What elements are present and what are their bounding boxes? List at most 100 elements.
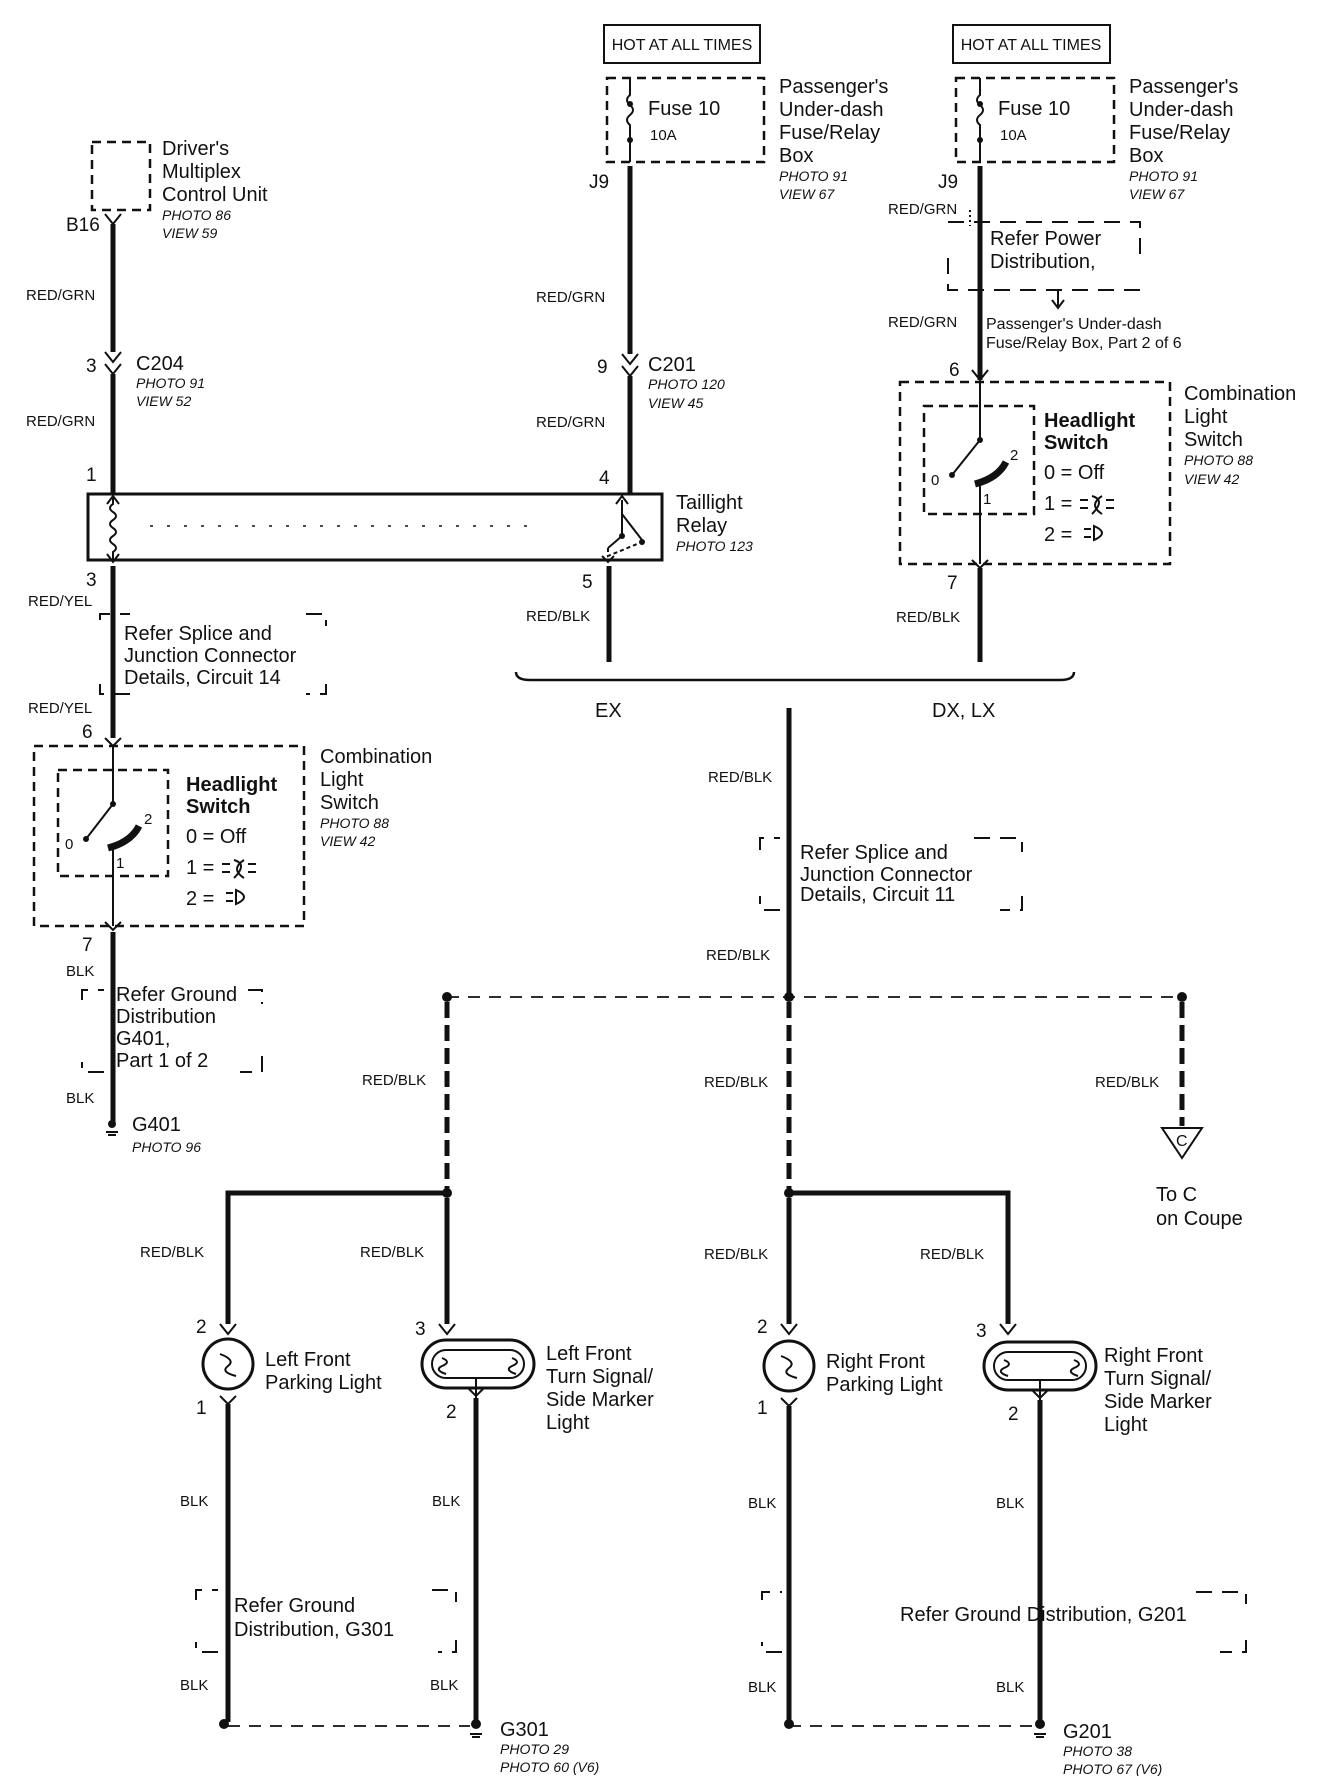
svg-text:RED/YEL: RED/YEL	[28, 700, 92, 717]
ground-g401: BLK BLK Refer Ground Distribution G401, …	[66, 932, 263, 1155]
svg-text:Refer Ground: Refer Ground	[234, 1595, 355, 1617]
svg-text:RED/BLK: RED/BLK	[708, 769, 772, 786]
svg-text:C: C	[1176, 1133, 1188, 1150]
left-front-parking-light: 2 1 Left Front Parking Light	[196, 1317, 382, 1419]
svg-text:10A: 10A	[1000, 127, 1027, 144]
svg-text:Turn Signal/: Turn Signal/	[1104, 1368, 1212, 1390]
svg-text:Light: Light	[1184, 406, 1228, 428]
svg-text:Distribution,: Distribution,	[990, 251, 1096, 273]
low-beam-icon	[222, 859, 256, 879]
svg-text:1 =: 1 =	[1044, 493, 1072, 515]
svg-text:Turn Signal/: Turn Signal/	[546, 1366, 654, 1388]
svg-text:2: 2	[1008, 1404, 1019, 1425]
svg-text:BLK: BLK	[996, 1679, 1024, 1696]
svg-text:BLK: BLK	[748, 1679, 776, 1696]
svg-text:Driver's: Driver's	[162, 138, 229, 160]
svg-text:PHOTO 60 (V6): PHOTO 60 (V6)	[500, 1759, 599, 1775]
svg-text:Fuse/Relay Box, Part 2 of 6: Fuse/Relay Box, Part 2 of 6	[986, 335, 1182, 352]
svg-text:Refer Ground Distribution, G20: Refer Ground Distribution, G201	[900, 1604, 1187, 1626]
svg-text:Right Front: Right Front	[826, 1351, 925, 1373]
svg-text:Fuse 10: Fuse 10	[998, 98, 1070, 120]
dxlx-circuit: RED/GRN RED/GRN 6 Refer Power Distributi…	[888, 166, 1296, 662]
svg-text:EX: EX	[595, 700, 622, 722]
svg-text:3: 3	[415, 1319, 426, 1340]
svg-text:Light: Light	[320, 769, 364, 791]
svg-text:VIEW 45: VIEW 45	[648, 395, 703, 411]
svg-text:Refer Ground: Refer Ground	[116, 984, 237, 1006]
svg-text:RED/BLK: RED/BLK	[706, 947, 770, 964]
svg-text:Switch: Switch	[1044, 432, 1108, 454]
svg-text:PHOTO 88: PHOTO 88	[1184, 452, 1253, 468]
svg-text:RED/GRN: RED/GRN	[888, 201, 957, 218]
right-front-lights: RED/BLK RED/BLK 2 1 Right Front Parking …	[704, 1188, 1247, 1776]
right-front-parking-light: 2 1 Right Front Parking Light	[757, 1317, 943, 1419]
svg-text:0: 0	[931, 472, 939, 489]
svg-text:RED/BLK: RED/BLK	[704, 1246, 768, 1263]
svg-text:Light: Light	[546, 1412, 590, 1434]
svg-text:BLK: BLK	[180, 1677, 208, 1694]
svg-text:2 =: 2 =	[1044, 524, 1072, 546]
svg-text:RED/BLK: RED/BLK	[1095, 1074, 1159, 1091]
svg-text:VIEW 67: VIEW 67	[1129, 186, 1185, 202]
svg-text:G401: G401	[132, 1114, 181, 1136]
svg-text:PHOTO 123: PHOTO 123	[676, 538, 753, 554]
svg-text:J9: J9	[589, 172, 609, 193]
svg-text:Switch: Switch	[186, 796, 250, 818]
svg-text:Fuse/Relay: Fuse/Relay	[1129, 122, 1230, 144]
svg-text:7: 7	[947, 573, 958, 594]
svg-text:Passenger's: Passenger's	[779, 76, 888, 98]
ex-circuit: RED/GRN 9 C201 PHOTO 120 VIEW 45 RED/GRN…	[526, 166, 725, 662]
svg-text:RED/BLK: RED/BLK	[362, 1072, 426, 1089]
svg-text:Combination: Combination	[320, 746, 432, 768]
svg-text:J9: J9	[938, 172, 958, 193]
svg-text:0 = Off: 0 = Off	[1044, 462, 1105, 484]
fuse-box-dxlx: Fuse 10 10A Passenger's Under-dash Fuse/…	[938, 76, 1238, 202]
svg-text:1: 1	[196, 1398, 207, 1419]
svg-text:Switch: Switch	[320, 792, 379, 814]
svg-text:Part 1 of 2: Part 1 of 2	[116, 1050, 208, 1072]
svg-text:1: 1	[757, 1398, 768, 1419]
svg-text:Left Front: Left Front	[546, 1343, 632, 1365]
left-circuit: RED/GRN 3 C204 PHOTO 91 VIEW 52 RED/GRN …	[26, 213, 205, 738]
svg-text:BLK: BLK	[430, 1677, 458, 1694]
svg-text:Relay: Relay	[676, 515, 727, 537]
svg-text:Fuse 10: Fuse 10	[648, 98, 720, 120]
taillight-relay: Taillight Relay PHOTO 123	[86, 492, 753, 564]
svg-text:RED/BLK: RED/BLK	[704, 1074, 768, 1091]
svg-text:PHOTO 67 (V6): PHOTO 67 (V6)	[1063, 1761, 1162, 1776]
svg-text:PHOTO 91: PHOTO 91	[779, 168, 848, 184]
svg-text:2: 2	[446, 1402, 457, 1423]
svg-text:9: 9	[597, 357, 608, 378]
svg-text:Parking Light: Parking Light	[265, 1372, 382, 1394]
svg-text:Parking Light: Parking Light	[826, 1374, 943, 1396]
svg-text:RED/GRN: RED/GRN	[26, 413, 95, 430]
svg-text:Passenger's Under-dash: Passenger's Under-dash	[986, 316, 1162, 333]
svg-text:VIEW 59: VIEW 59	[162, 225, 217, 241]
svg-text:2: 2	[1010, 447, 1018, 464]
svg-text:2 =: 2 =	[186, 888, 214, 910]
svg-text:1: 1	[86, 465, 97, 486]
svg-text:PHOTO 29: PHOTO 29	[500, 1741, 569, 1757]
right-front-turn-signal: 3 2 Right Front Turn Signal/ Side Marker…	[976, 1321, 1212, 1436]
svg-text:Junction Connector: Junction Connector	[800, 864, 973, 886]
svg-text:G401,: G401,	[116, 1028, 170, 1050]
svg-text:4: 4	[599, 468, 610, 489]
svg-text:Side Marker: Side Marker	[1104, 1391, 1212, 1413]
left-combination-light-switch: 6 0 2 1 Headlight Switch 0 = Off 1 = 2 =	[32, 722, 432, 956]
svg-text:2: 2	[144, 811, 152, 828]
svg-text:PHOTO 86: PHOTO 86	[162, 207, 231, 223]
svg-text:Refer Splice and: Refer Splice and	[800, 842, 948, 864]
svg-text:RED/GRN: RED/GRN	[536, 289, 605, 306]
left-front-lights: RED/BLK RED/BLK 2 1 Left Front Parking L…	[140, 1188, 654, 1775]
svg-text:VIEW 67: VIEW 67	[779, 186, 835, 202]
svg-text:VIEW 42: VIEW 42	[320, 833, 375, 849]
svg-text:Passenger's: Passenger's	[1129, 76, 1238, 98]
svg-text:RED/BLK: RED/BLK	[360, 1244, 424, 1261]
svg-text:Box: Box	[779, 145, 813, 167]
svg-text:Taillight: Taillight	[676, 492, 743, 514]
svg-text:3: 3	[86, 356, 97, 377]
svg-text:Details, Circuit 14: Details, Circuit 14	[124, 667, 281, 689]
parking-lamp-icon	[1084, 524, 1103, 542]
svg-text:HOT AT ALL TIMES: HOT AT ALL TIMES	[612, 37, 753, 54]
